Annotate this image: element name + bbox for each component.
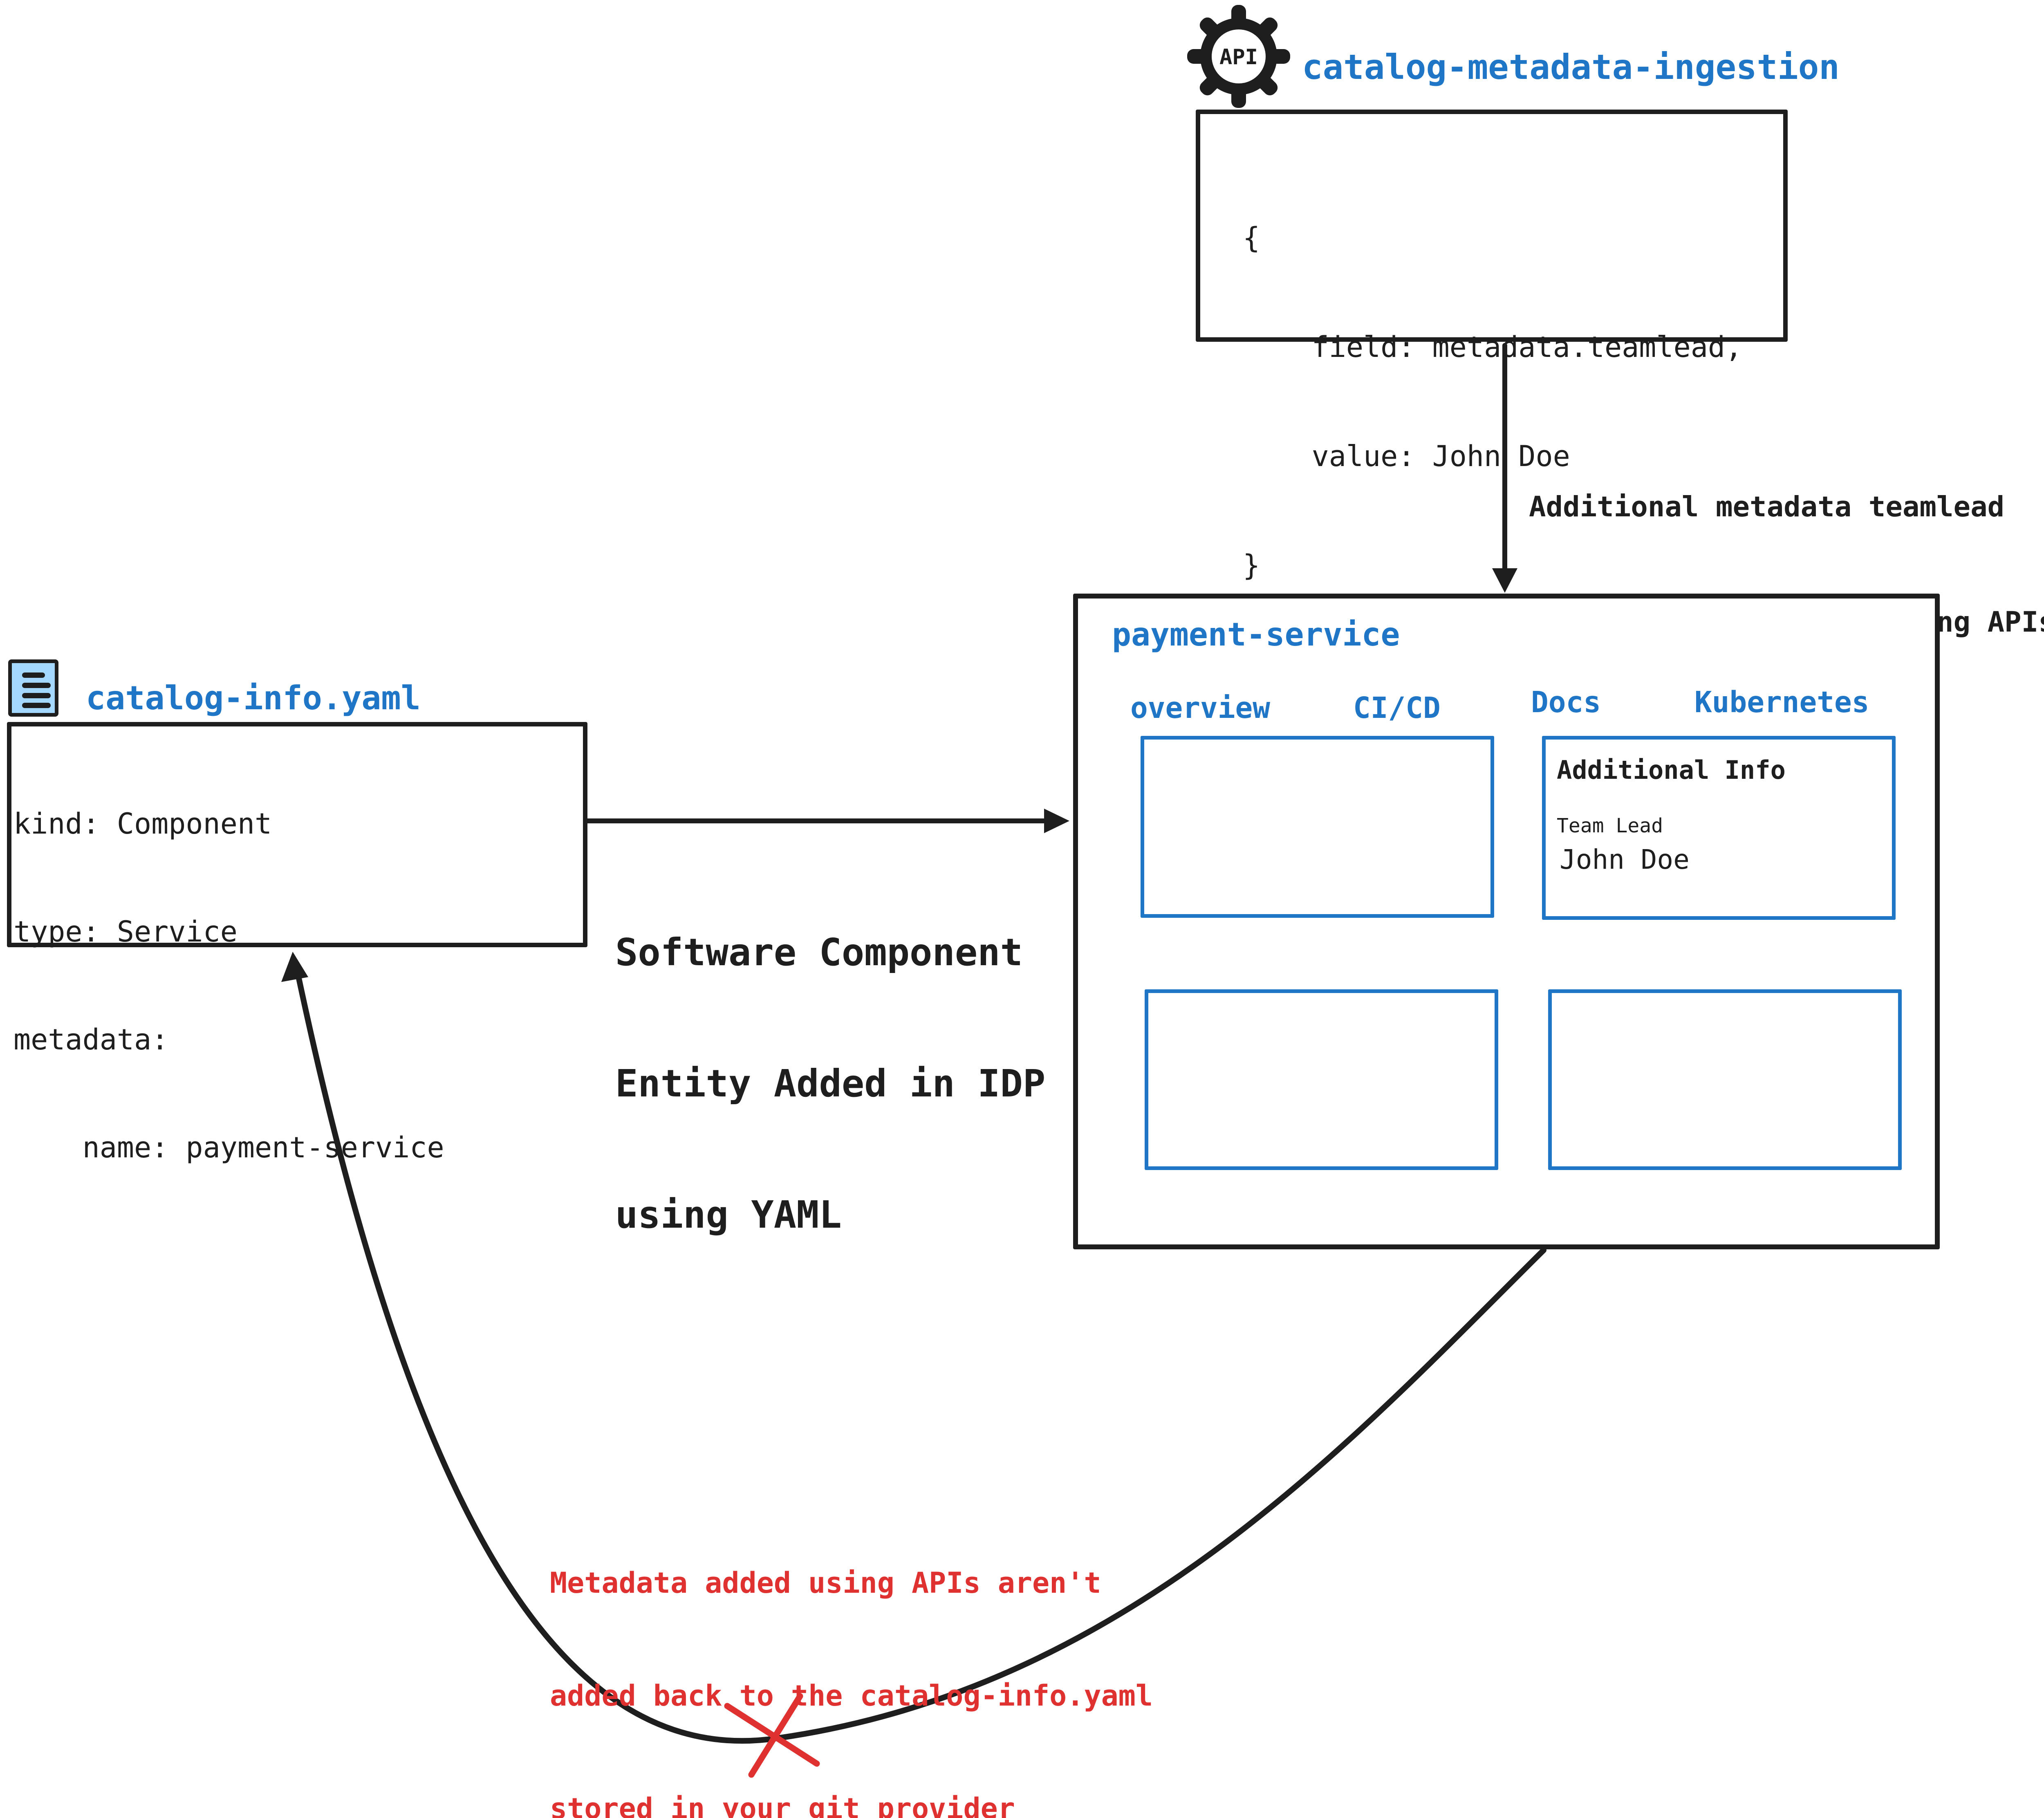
api-gear-icon: API [1187, 5, 1290, 108]
warning-line: Metadata added using APIs aren't [550, 1566, 1101, 1600]
yaml-arrow-label-line: Software Component [615, 930, 1023, 974]
code-line: } [1243, 549, 1260, 582]
code-line: metadata: [13, 1023, 169, 1056]
tab-overview: overview [1130, 691, 1270, 725]
yaml-arrow-label: Software Component Entity Added in IDP u… [615, 843, 1045, 1324]
code-line: { [1243, 221, 1260, 255]
yaml-arrow-label-line: Entity Added in IDP [615, 1062, 1046, 1105]
yaml-file-icon-line [22, 693, 51, 698]
idp-panel-additional-info [1542, 736, 1896, 920]
code-line: field: metadata.teamlead, [1243, 330, 1743, 364]
warning-line: added back to the catalog-info.yaml [550, 1679, 1153, 1713]
yaml-code-block: kind: Component type: Service metadata: … [13, 734, 444, 1237]
arrow-yaml-to-idp [585, 809, 1069, 833]
tab-kubernetes: Kubernetes [1694, 685, 1869, 719]
api-code-block: { field: metadata.teamlead, value: John … [1243, 147, 1742, 657]
yaml-file-title: catalog-info.yaml [86, 679, 421, 717]
api-service-title: catalog-metadata-ingestion [1302, 47, 1840, 87]
yaml-file-icon-line [22, 683, 51, 688]
code-line: name: payment-service [13, 1131, 444, 1164]
idp-title: payment-service [1112, 616, 1400, 653]
idp-panel-bottom-left [1145, 989, 1498, 1170]
team-lead-label: Team Lead [1557, 814, 1663, 837]
additional-info-heading: Additional Info [1557, 755, 1786, 785]
idp-panel-overview [1141, 736, 1494, 918]
warning-line: stored in your git provider [550, 1792, 1015, 1818]
tab-cicd: CI/CD [1353, 691, 1441, 725]
code-line: value: John Doe [1243, 439, 1570, 473]
yaml-code-box [7, 722, 587, 947]
yaml-file-icon-line [22, 673, 45, 678]
api-code-box [1196, 110, 1788, 342]
api-gear-label: API [1219, 45, 1258, 69]
idp-panel-bottom-right [1548, 989, 1902, 1170]
code-line: kind: Component [13, 807, 272, 841]
yaml-arrow-label-line: using YAML [615, 1193, 842, 1237]
code-line: type: Service [13, 915, 238, 948]
team-lead-value: John Doe [1560, 844, 1690, 875]
yaml-file-icon-line [22, 703, 51, 708]
return-arrow-warning-label: Metadata added using APIs aren't added b… [550, 1489, 1153, 1818]
api-arrow-label-line: Additional metadata teamlead [1529, 491, 2005, 523]
tab-docs: Docs [1531, 685, 1601, 719]
yaml-file-icon [8, 659, 58, 717]
